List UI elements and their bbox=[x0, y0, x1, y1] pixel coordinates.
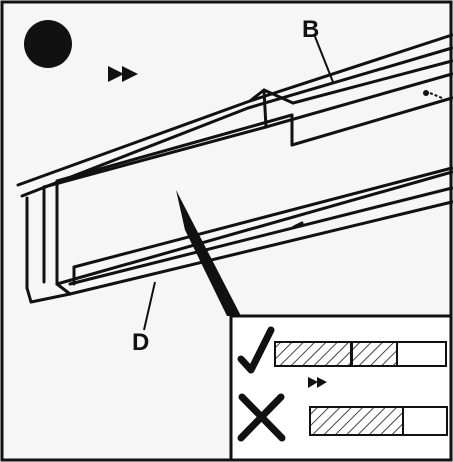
rail-left-bottom-lip bbox=[68, 186, 453, 286]
check-mark-icon bbox=[237, 326, 275, 374]
step-circle bbox=[24, 20, 72, 68]
callout-pointer bbox=[176, 190, 241, 316]
rail-left-top-outer bbox=[16, 99, 252, 187]
rail-left-base-join bbox=[55, 282, 72, 296]
rail-left-upper-lip bbox=[42, 125, 268, 189]
x-mark-icon bbox=[237, 393, 286, 442]
step-number: 8 bbox=[38, 26, 57, 65]
rail-left-bottom-end bbox=[29, 292, 72, 304]
rail-b-lower-edge bbox=[290, 96, 453, 147]
rail-b-inner-edge bbox=[291, 59, 453, 105]
rail-assembly bbox=[16, 33, 453, 304]
incorrect-fit-outline-block bbox=[402, 406, 448, 436]
label-b-pointer bbox=[313, 33, 334, 83]
label-d: D bbox=[132, 329, 149, 356]
label-b: B bbox=[302, 16, 319, 43]
screw-dot-leader bbox=[429, 92, 443, 99]
step-badge: 8 bbox=[24, 20, 72, 68]
rail-left-upper-lip-2 bbox=[55, 113, 294, 183]
rail-b-top-edge bbox=[248, 33, 453, 103]
double-arrow-right-icon bbox=[308, 377, 327, 388]
incorrect-fit-hatched-block bbox=[309, 406, 406, 436]
rail-left-bottom-front bbox=[55, 170, 453, 286]
incorrect-fit-row bbox=[237, 393, 448, 442]
double-arrow-right-icon bbox=[108, 66, 138, 82]
screw-dot bbox=[423, 90, 429, 96]
correct-fit-overlap bbox=[351, 341, 398, 367]
joint-mark bbox=[292, 221, 304, 229]
splice-top bbox=[262, 88, 295, 105]
rail-left-front-base bbox=[25, 286, 33, 304]
channel-inner-face bbox=[72, 166, 453, 269]
label-d-pointer bbox=[143, 281, 156, 331]
rail-b-mid-edge bbox=[264, 72, 453, 129]
rail-left-bottom-outer bbox=[68, 200, 453, 296]
correct-fit-hatched-block bbox=[274, 341, 354, 367]
correct-fit-row bbox=[237, 326, 447, 374]
